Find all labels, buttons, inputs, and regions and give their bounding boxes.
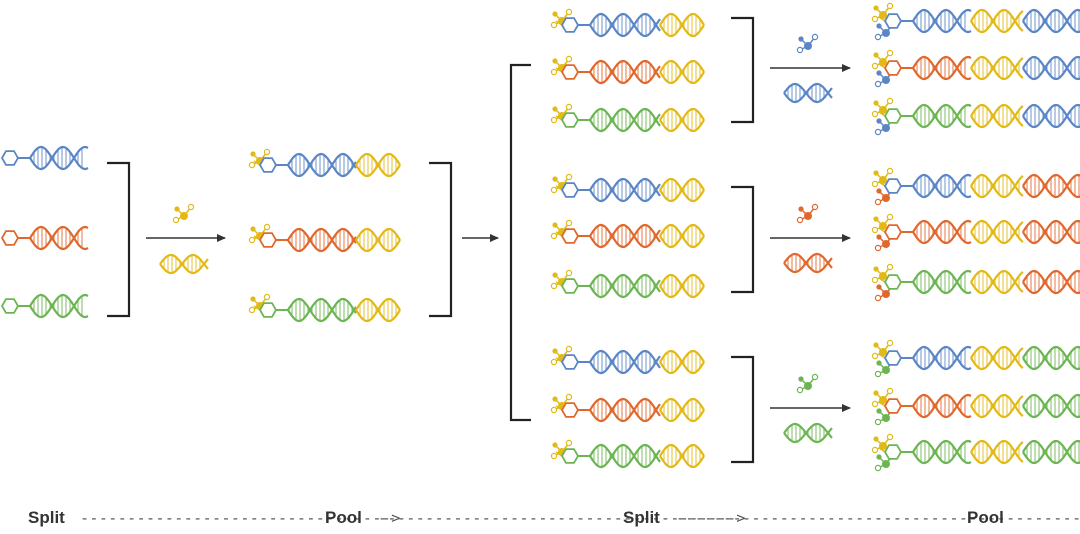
stage1-strand-blue: [0, 145, 89, 171]
reagent-group1: [783, 33, 833, 104]
dashed-arrow-3: ----------------------------------------…: [676, 509, 1080, 527]
step-label-pool-2: Pool: [967, 508, 1004, 527]
stage2-strand-orange: [248, 223, 401, 253]
stage4-group3-strand-blue: [871, 339, 1080, 378]
stage4-group3-strand-green: [871, 433, 1080, 472]
stage3-group1-strand-blue: [550, 8, 705, 38]
bracket-stage1: [107, 161, 131, 318]
stage2-strand-blue: [248, 148, 401, 178]
stage3-group1-strand-green: [550, 103, 705, 133]
stage4-group1-strand-blue: [871, 2, 1080, 41]
stage3-group3-strand-blue: [550, 345, 705, 375]
bracket-stage3-group3: [731, 355, 755, 464]
bracket-stage3-group1: [731, 16, 755, 124]
bracket-stage3-group2: [731, 185, 755, 294]
stage4-group1-strand-orange: [871, 49, 1080, 88]
stage4-group1-strand-green: [871, 97, 1080, 136]
bracket-stage2: [429, 161, 453, 318]
stage2-strand-green: [248, 293, 401, 323]
stage4-group3-strand-orange: [871, 387, 1080, 426]
stage3-group2-strand-orange: [550, 219, 705, 249]
stage4-group2-strand-green: [871, 263, 1080, 302]
step-label-split-1: Split: [28, 508, 65, 527]
reagent-step1: [159, 203, 209, 275]
step-label-pool-1: Pool: [325, 508, 362, 527]
bracket-split: [509, 63, 531, 422]
stage4-group2-strand-orange: [871, 213, 1080, 252]
stage3-group2-strand-green: [550, 269, 705, 299]
stage4-group2-strand-blue: [871, 167, 1080, 206]
stage1-strand-orange: [0, 225, 89, 251]
stage3-group3-strand-green: [550, 439, 705, 469]
stage1-strand-green: [0, 293, 89, 319]
reagent-group3: [783, 373, 833, 444]
stage3-group3-strand-orange: [550, 393, 705, 423]
reagent-group2: [783, 203, 833, 274]
dashed-arrow-2: -------------------------------------->: [378, 509, 746, 527]
step-label-split-2: Split: [623, 508, 660, 527]
stage3-group2-strand-blue: [550, 173, 705, 203]
dashed-arrow-1: --------------------------------->: [80, 509, 401, 527]
stage3-group1-strand-orange: [550, 55, 705, 85]
